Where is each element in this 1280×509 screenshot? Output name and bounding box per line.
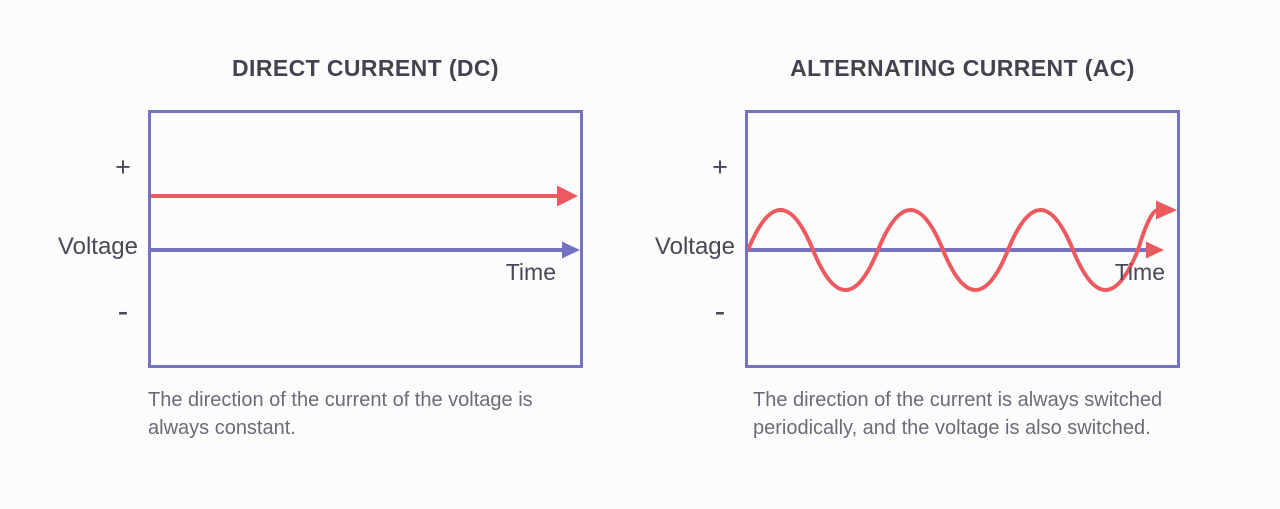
ac-panel-title: ALTERNATING CURRENT (AC) (790, 55, 1135, 81)
dc-time-axis-arrowhead-icon (562, 241, 580, 259)
dc-minus-label: - (117, 293, 129, 329)
ac-plot-box: Time (745, 110, 1180, 368)
dc-panel-title: DIRECT CURRENT (DC) (232, 55, 499, 81)
ac-plot-graphic (748, 200, 1177, 292)
dc-plus-label: + (115, 152, 131, 182)
ac-caption: The direction of the current is always s… (753, 389, 1163, 439)
ac-voltage-axis-label: Voltage (654, 233, 735, 260)
dc-plot-box: Time (148, 110, 583, 368)
dc-plot-graphic (151, 185, 580, 259)
dc-caption: The direction of the current of the volt… (148, 389, 533, 439)
ac-time-axis-arrowhead-icon (1146, 241, 1164, 259)
ac-sine-arrowhead-icon (1156, 200, 1177, 220)
dc-signal-arrowhead-icon (557, 185, 578, 207)
ac-plus-label: + (712, 152, 728, 182)
dc-voltage-axis-label: Voltage (57, 233, 138, 260)
ac-sine-wave-line (748, 208, 1159, 292)
ac-minus-label: - (714, 293, 726, 329)
ac-time-axis-label: Time (1114, 259, 1165, 285)
dc-time-axis-label: Time (505, 259, 556, 285)
